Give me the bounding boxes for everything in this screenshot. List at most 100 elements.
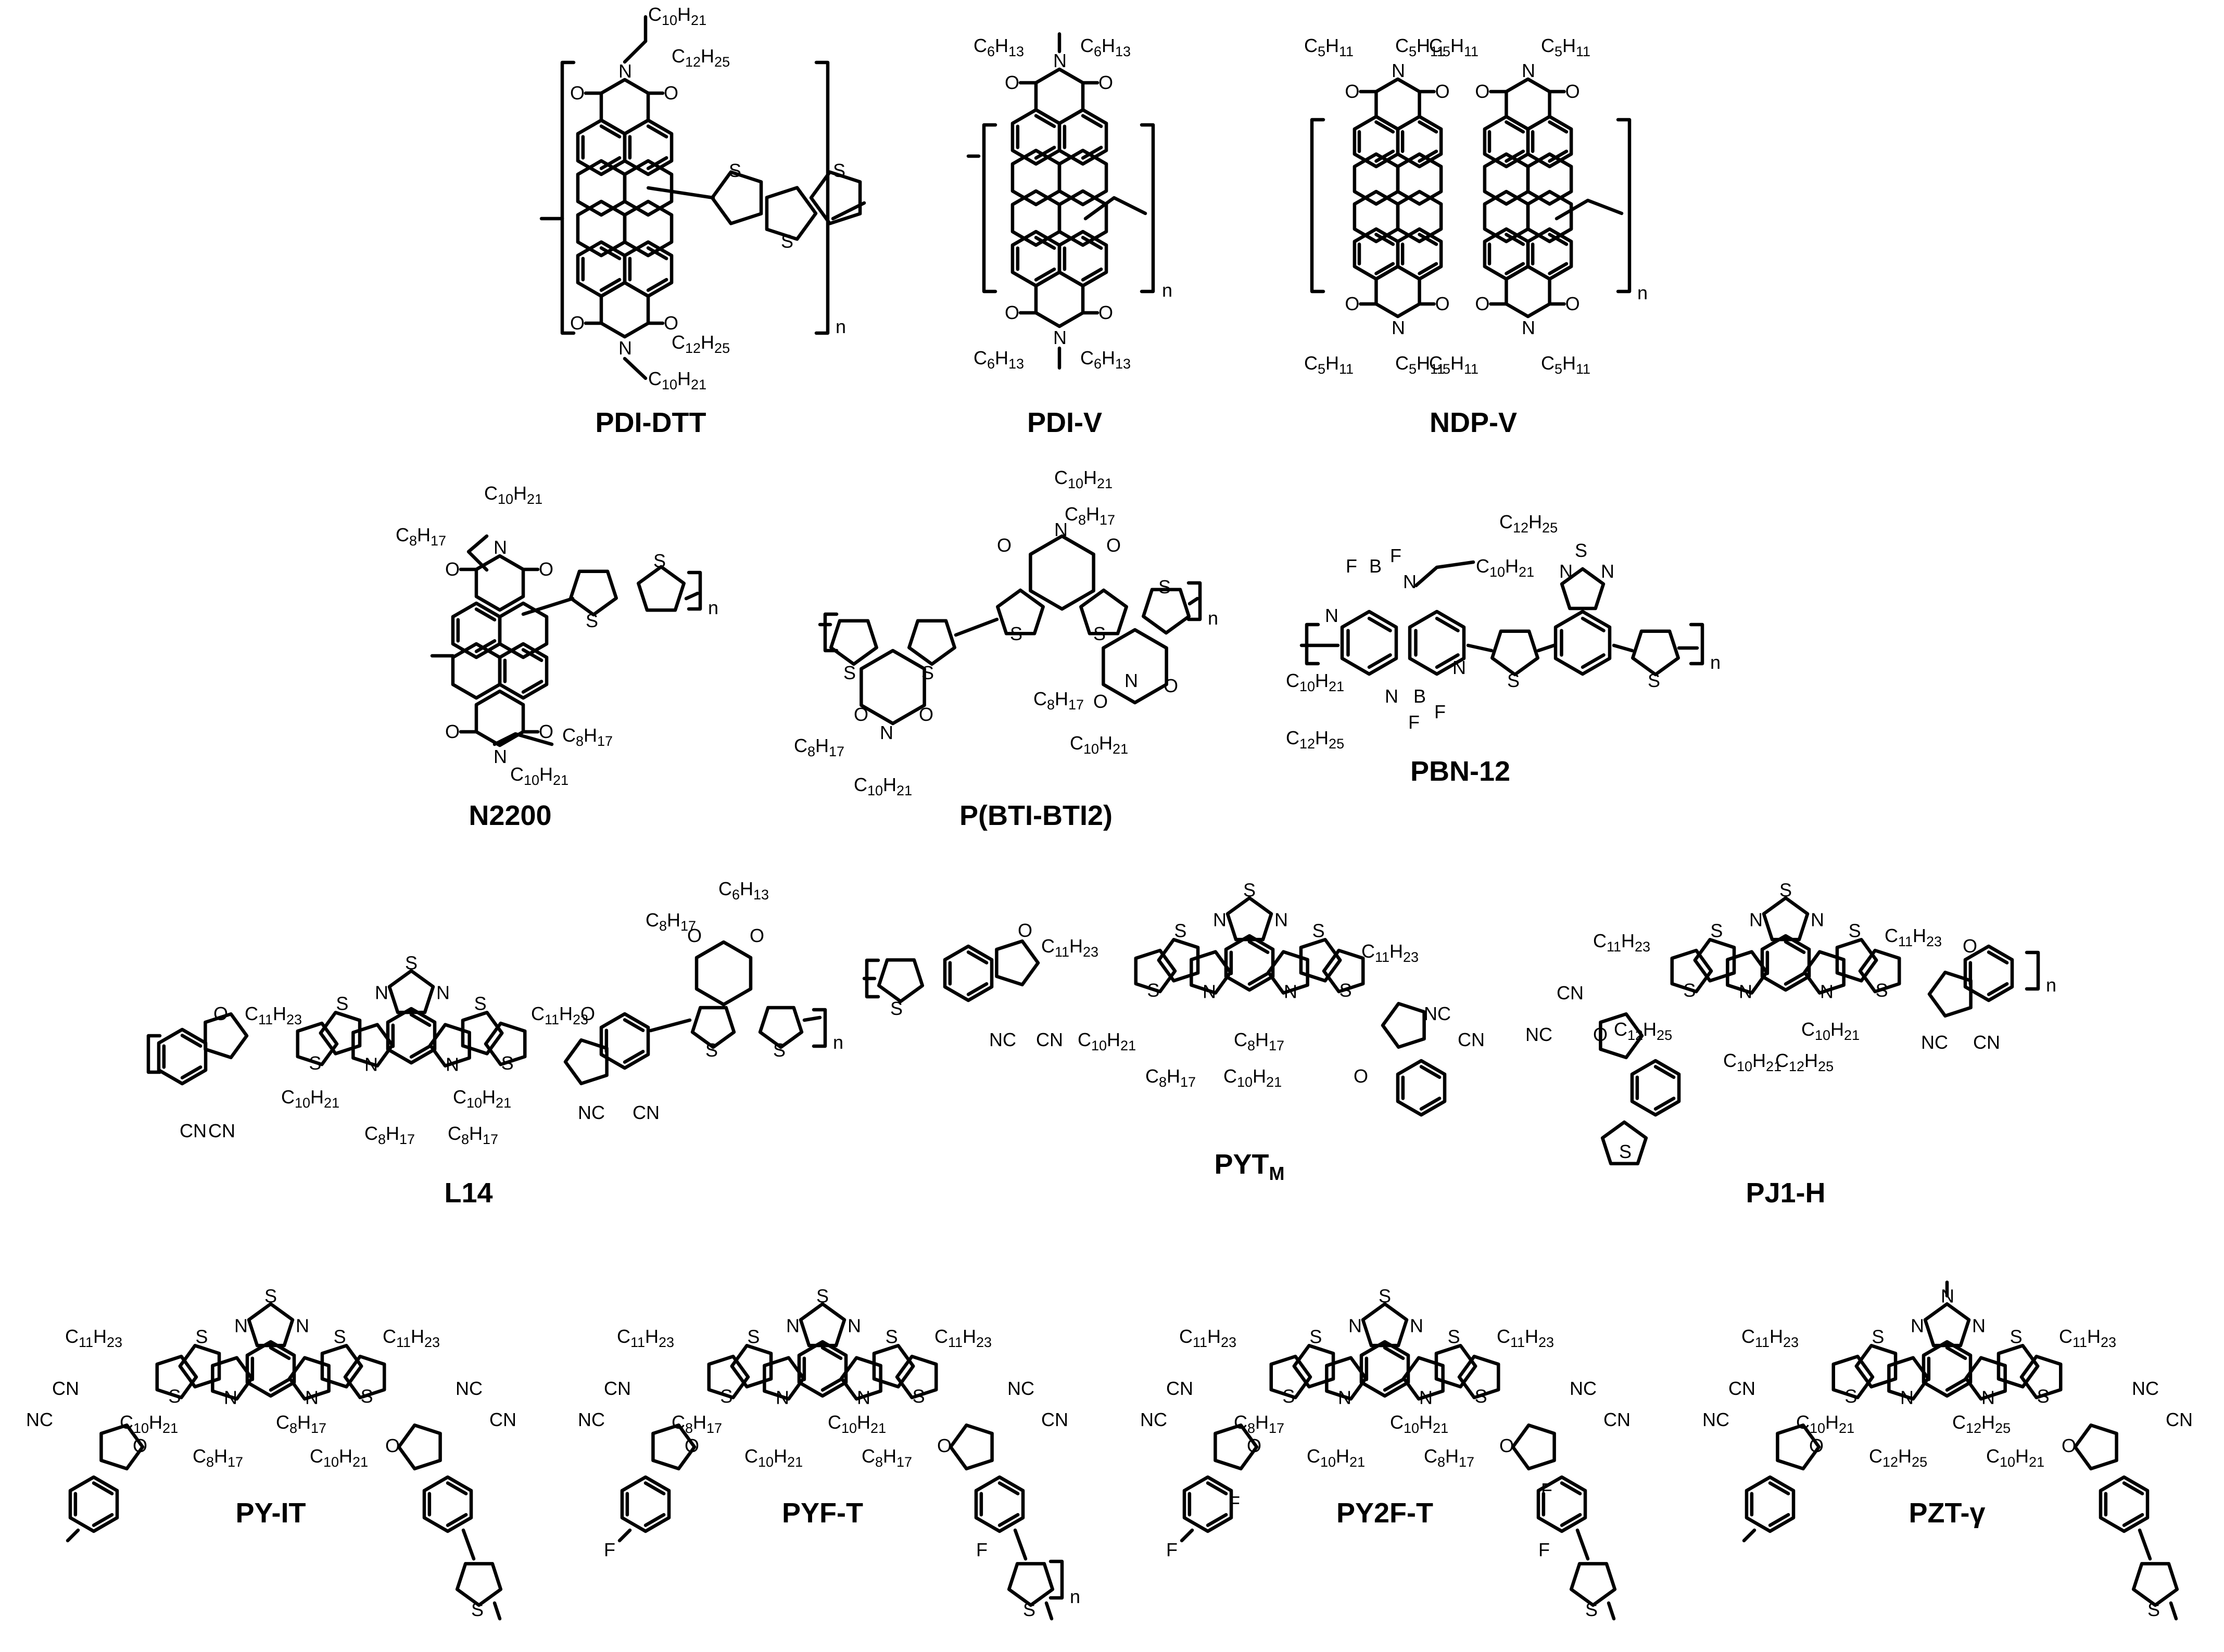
bond	[1505, 262, 1525, 275]
bond	[1247, 940, 1270, 954]
ring	[422, 1475, 473, 1533]
molecule-label: PJ1-H	[1746, 1177, 1825, 1209]
bond	[1383, 1346, 1405, 1360]
sulfur-atom: S	[747, 1326, 760, 1348]
ring	[1396, 1059, 1447, 1117]
ring	[1457, 1354, 1500, 1400]
sulfur-atom: S	[195, 1326, 208, 1348]
sulfur-atom: S	[1779, 880, 1792, 901]
bond	[1418, 233, 1438, 246]
ring	[1340, 609, 1398, 676]
oxygen-atom: O	[1499, 1435, 1514, 1456]
ring	[157, 1027, 208, 1086]
oxygen-atom: O	[1098, 72, 1113, 93]
bond	[1418, 262, 1438, 275]
oxygen-atom: O	[1005, 72, 1019, 93]
sulfur-atom: S	[1585, 1599, 1598, 1620]
cyano-group: CN	[180, 1120, 207, 1141]
nitrogen-atom: N	[1338, 1387, 1351, 1408]
fluorine-atom: F	[1538, 1539, 1550, 1560]
cyano-group: NC	[456, 1378, 483, 1399]
chain	[466, 534, 489, 572]
oxygen-atom: O	[664, 312, 678, 334]
ring	[840, 1356, 882, 1401]
alkyl-chain: C8H17	[1234, 1029, 1284, 1053]
cyano-group: CN	[1603, 1409, 1631, 1430]
ring	[1029, 534, 1095, 611]
nitrogen-atom: N	[1739, 981, 1752, 1002]
bond	[1581, 653, 1606, 669]
nitrogen-atom: N	[1284, 981, 1297, 1002]
fluorine-atom: F	[976, 1539, 988, 1560]
bond	[1548, 233, 1569, 246]
ring	[2131, 1562, 2179, 1607]
nitrogen-atom: N	[1124, 670, 1138, 691]
bond	[461, 1528, 476, 1561]
bond	[1742, 1528, 1757, 1543]
nitrogen-atom: N	[786, 1315, 800, 1336]
alkyl-chain: C8H17	[1065, 503, 1115, 528]
sulfur-atom: S	[1844, 1386, 1857, 1407]
alkyl-chain: C12H25	[1775, 1050, 1834, 1074]
alkyl-chain: C10H21	[510, 764, 568, 788]
nitrogen-atom: N	[1274, 909, 1288, 930]
bond	[1945, 1346, 1967, 1360]
bond	[1419, 1097, 1442, 1111]
cyano-group: NC	[1570, 1378, 1597, 1399]
sulfur-atom: S	[1147, 980, 1159, 1001]
bond	[1374, 149, 1395, 163]
bond	[1081, 268, 1103, 282]
polymer-bracket	[812, 1008, 827, 1048]
nitrogen-atom: N	[1900, 1387, 1914, 1408]
nitrogen-atom: N	[776, 1387, 789, 1408]
sulfur-atom: S	[1849, 920, 1861, 942]
ring	[1726, 950, 1768, 995]
bond	[966, 950, 989, 964]
alkyl-chain: C5H11	[1304, 35, 1354, 59]
ring	[1536, 1475, 1587, 1533]
polymer-bracket	[1048, 1559, 1064, 1600]
oxygen-atom: O	[1593, 1024, 1608, 1045]
ring	[1142, 588, 1191, 635]
bond	[1768, 1481, 1790, 1495]
bond	[1418, 120, 1438, 134]
ring	[428, 1023, 471, 1068]
molecule-label: PYTM	[1214, 1149, 1284, 1184]
ring	[1762, 896, 1810, 942]
oxygen-atom: O	[539, 721, 553, 742]
bond	[1374, 262, 1395, 275]
ring	[1034, 67, 1085, 125]
molecule-label: NDP-V	[1430, 407, 1517, 438]
nitrogen-atom: N	[1601, 561, 1614, 582]
bond	[409, 1013, 432, 1027]
bond	[521, 648, 544, 662]
oxygen-atom: O	[133, 1435, 147, 1456]
ring	[1225, 896, 1273, 942]
ring	[2099, 1475, 2150, 1533]
nitrogen-atom: N	[305, 1387, 319, 1408]
oxygen-atom: O	[1435, 293, 1450, 314]
bond	[599, 156, 622, 170]
bond	[623, 357, 648, 380]
oxygen-atom: O	[1354, 1065, 1368, 1087]
alkyl-chain: C11H23	[1741, 1326, 1799, 1350]
bond	[997, 1513, 1020, 1527]
bond	[954, 617, 999, 637]
sulfur-atom: S	[816, 1286, 829, 1307]
bond	[66, 1528, 80, 1543]
nitrogen-atom: N	[1325, 605, 1338, 626]
ring	[1631, 629, 1680, 677]
nitrogen-atom: N	[1749, 909, 1763, 930]
molecule-label: PBN-12	[1410, 756, 1510, 787]
ring	[1560, 567, 1606, 611]
alkyl-chain: C8H17	[448, 1123, 498, 1147]
alkyl-chain: C8H17	[794, 735, 844, 759]
bond	[2122, 1481, 2144, 1495]
nitrogen-atom: N	[1559, 561, 1573, 582]
ring	[474, 554, 525, 612]
nitrogen-atom: N	[1213, 909, 1227, 930]
ring	[247, 1302, 295, 1348]
